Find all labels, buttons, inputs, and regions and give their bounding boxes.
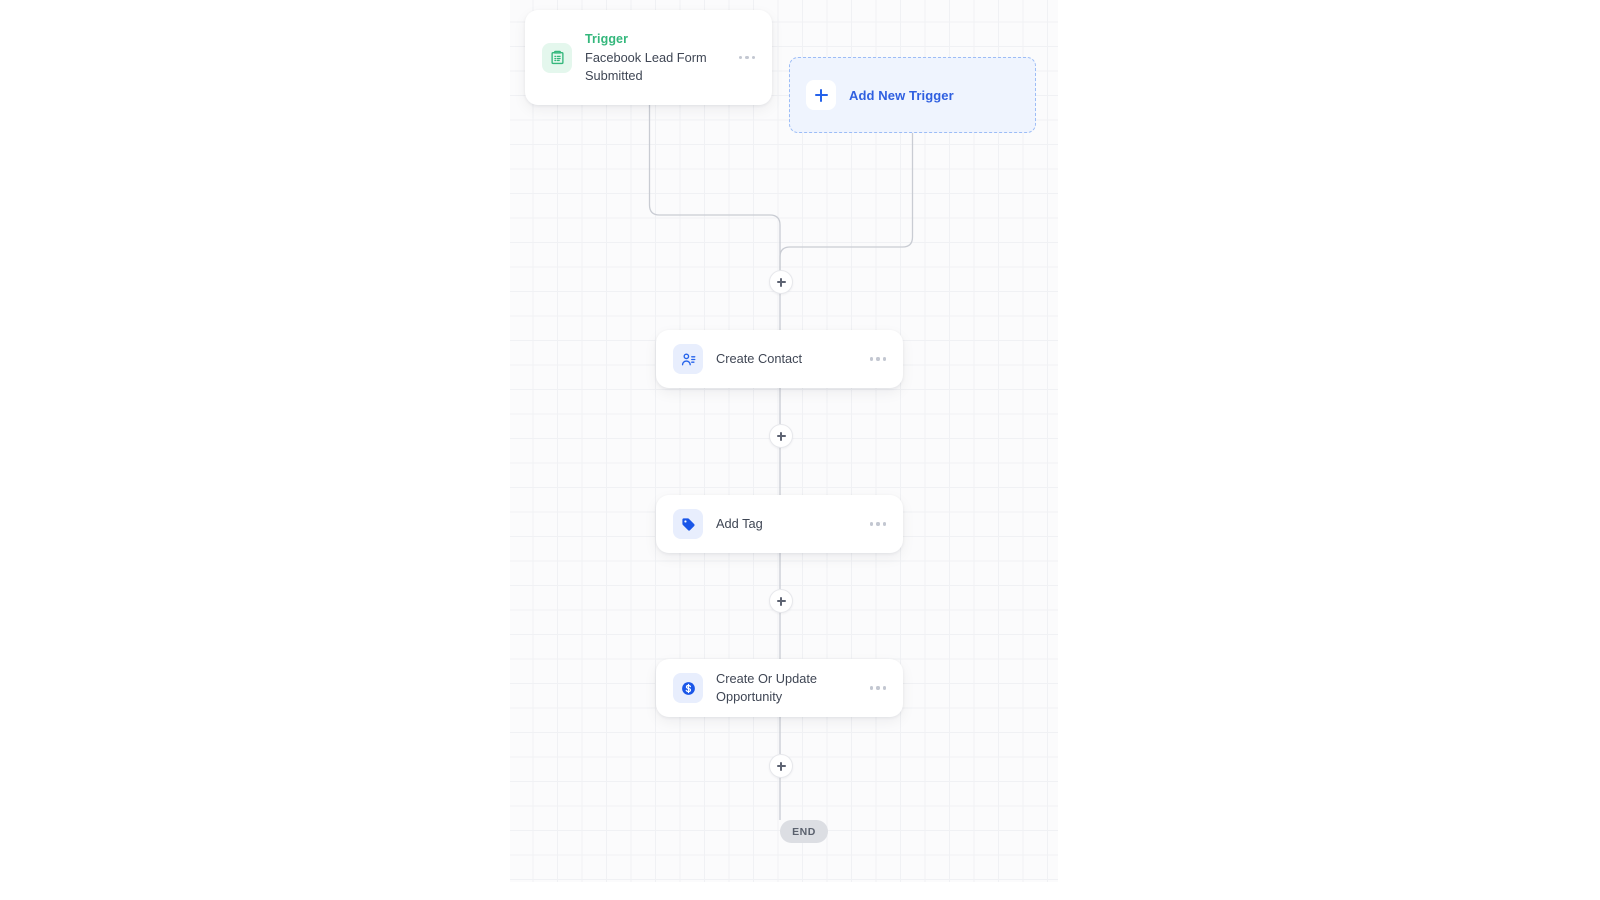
end-badge: END [780, 820, 828, 843]
add-tag-more-options-icon[interactable] [864, 522, 886, 526]
opportunity-text: Create Or Update Opportunity [716, 670, 851, 707]
add-step-after-trigger-merge-button[interactable] [769, 270, 793, 294]
dollar-circle-icon [673, 673, 703, 703]
trigger-title-line-1: Facebook Lead Form [585, 49, 707, 65]
opportunity-more-options-icon[interactable] [864, 686, 886, 690]
tag-icon [673, 509, 703, 539]
trigger-more-options-icon[interactable] [733, 55, 755, 60]
trigger-node[interactable]: Trigger Facebook Lead Form Submitted [525, 10, 772, 105]
create-contact-more-options-icon[interactable] [864, 357, 886, 361]
add-new-trigger-label: Add New Trigger [849, 87, 954, 103]
action-label-line-1: Create Or Update [716, 670, 818, 686]
edge-add-trigger-to-merge [779, 133, 914, 271]
add-new-trigger-button[interactable]: Add New Trigger [789, 57, 1036, 133]
add-step-after-create-contact-button[interactable] [769, 424, 793, 448]
trigger-kicker: Trigger [585, 31, 629, 46]
plus-icon [806, 80, 836, 110]
action-node-create-or-update-opportunity[interactable]: Create Or Update Opportunity [656, 659, 903, 717]
trigger-title-line-2: Submitted [585, 68, 643, 83]
create-contact-text: Create Contact [716, 350, 851, 369]
action-node-create-contact[interactable]: Create Contact [656, 330, 903, 388]
trigger-text: Trigger Facebook Lead Form Submitted [585, 30, 720, 86]
action-label: Create Contact [716, 350, 803, 366]
add-step-after-add-tag-button[interactable] [769, 589, 793, 613]
action-node-add-tag[interactable]: Add Tag [656, 495, 903, 553]
add-step-after-opportunity-button[interactable] [769, 754, 793, 778]
action-label-line-2: Opportunity [716, 689, 783, 704]
action-label: Add Tag [716, 515, 763, 531]
add-tag-text: Add Tag [716, 515, 851, 534]
edge-trigger-to-merge [648, 105, 781, 271]
contact-person-icon [673, 344, 703, 374]
clipboard-form-icon [542, 42, 572, 73]
workflow-canvas[interactable]: Trigger Facebook Lead Form Submitted Add… [510, 0, 1058, 882]
